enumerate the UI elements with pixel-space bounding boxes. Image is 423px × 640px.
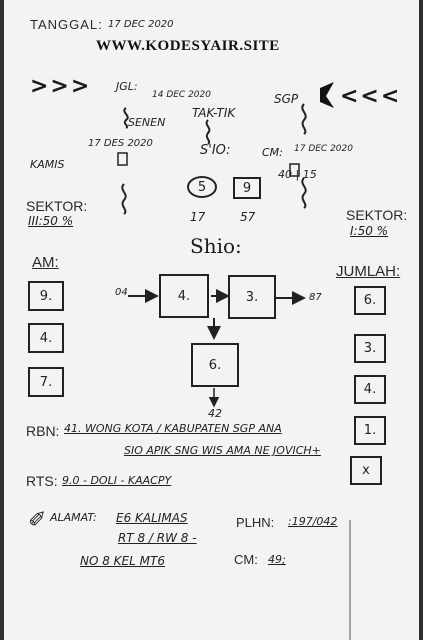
jumlah-label: JUMLAH: (336, 263, 401, 280)
sgp-label: SGP (274, 92, 299, 106)
cm-small-box (289, 163, 300, 177)
sio-box-right: 9 (233, 177, 261, 199)
cm-date: 17 DEC 2020 (294, 144, 353, 154)
sio-label: S'IO: (200, 143, 231, 158)
sektor-right-value: I:50 % (350, 224, 389, 238)
sio-left-below: 17 (190, 210, 206, 224)
sio-right-below: 57 (240, 210, 256, 224)
jgl-date: 14 DEC 2020 (152, 90, 211, 100)
flow-box-left: 4. (159, 274, 209, 318)
jumlah-box-2: 3. (354, 334, 386, 363)
scribble-senen (123, 107, 129, 129)
scribble-left (121, 183, 127, 215)
cm-values: 40 | 15 (278, 168, 317, 181)
rbn-label: RBN: (26, 423, 60, 439)
tanggal-value: 17 DEC 2020 (108, 19, 174, 30)
sio-circle-left: 5 (187, 176, 217, 198)
paper-sheet: TANGGAL: 17 DEC 2020 WWW.KODESYAIR.SITE … (4, 0, 419, 640)
arrows-left: >>> (30, 74, 92, 99)
flow-arrows-layer (117, 82, 351, 640)
jgl-label: JGL: (116, 80, 138, 93)
scribble-right (301, 177, 307, 209)
cm-bottom-value: 49; (268, 553, 286, 566)
am-box-2: 4. (28, 323, 64, 353)
flow-below-label: 42 (208, 407, 222, 420)
plhn-label: PLHN: (236, 515, 275, 530)
jumlah-box-4: 1. (354, 416, 386, 445)
senen-label: SENEN (128, 116, 166, 129)
cm-label: CM: (262, 146, 283, 159)
alamat-line-2: RT 8 / RW 8 - (118, 531, 197, 545)
taktik-label: TAK-TIK (192, 106, 236, 120)
shio-title: Shio: (190, 234, 242, 258)
am-box-3: 7. (28, 367, 64, 397)
flow-box-bottom: 6. (191, 343, 239, 387)
rts-label: RTS: (26, 473, 58, 489)
kamis-label: KAMIS (30, 158, 65, 171)
jumlah-box-3: 4. (354, 375, 386, 404)
alamat-label: ALAMAT: (50, 511, 97, 524)
scribble-mid (205, 119, 211, 145)
tanggal-label: TANGGAL: (30, 17, 103, 32)
kamis-small-box (117, 152, 128, 166)
arrows-right: <<< (340, 84, 402, 109)
date-left: 17 DES 2020 (88, 138, 153, 149)
flow-box-mid: 3. (228, 275, 276, 319)
rts-value: 9.0 - DOLI - KAACPY (62, 474, 172, 487)
sektor-left-value: III:50 % (28, 214, 74, 228)
cm-bottom-label: CM: (234, 552, 258, 567)
plhn-value: :197/042 (288, 515, 338, 528)
rbn-line-2: SIO APIK SNG WIS AMA NE JOVICH+ (124, 444, 321, 457)
rbn-line-1: 41. WONG KOTA / KABUPATEN SGP ANA (64, 422, 282, 435)
flow-left-label: 04 (115, 287, 128, 298)
sektor-right-label: SEKTOR: (346, 207, 408, 223)
flag-mark (320, 82, 334, 108)
scribble-sgp (301, 103, 307, 135)
am-box-1: 9. (28, 281, 64, 311)
am-label: AM: (32, 254, 59, 271)
flow-right-label: 87 (309, 292, 322, 303)
watermark: WWW.KODESYAIR.SITE (96, 38, 280, 54)
signature-icon: ✐ (28, 508, 47, 533)
jumlah-box-5: x (350, 456, 382, 485)
alamat-line-3: NO 8 KEL MT6 (80, 554, 165, 568)
sektor-left-label: SEKTOR: (26, 198, 88, 214)
alamat-line-1: E6 KALIMAS (116, 511, 188, 525)
jumlah-box-1: 6. (354, 286, 386, 315)
